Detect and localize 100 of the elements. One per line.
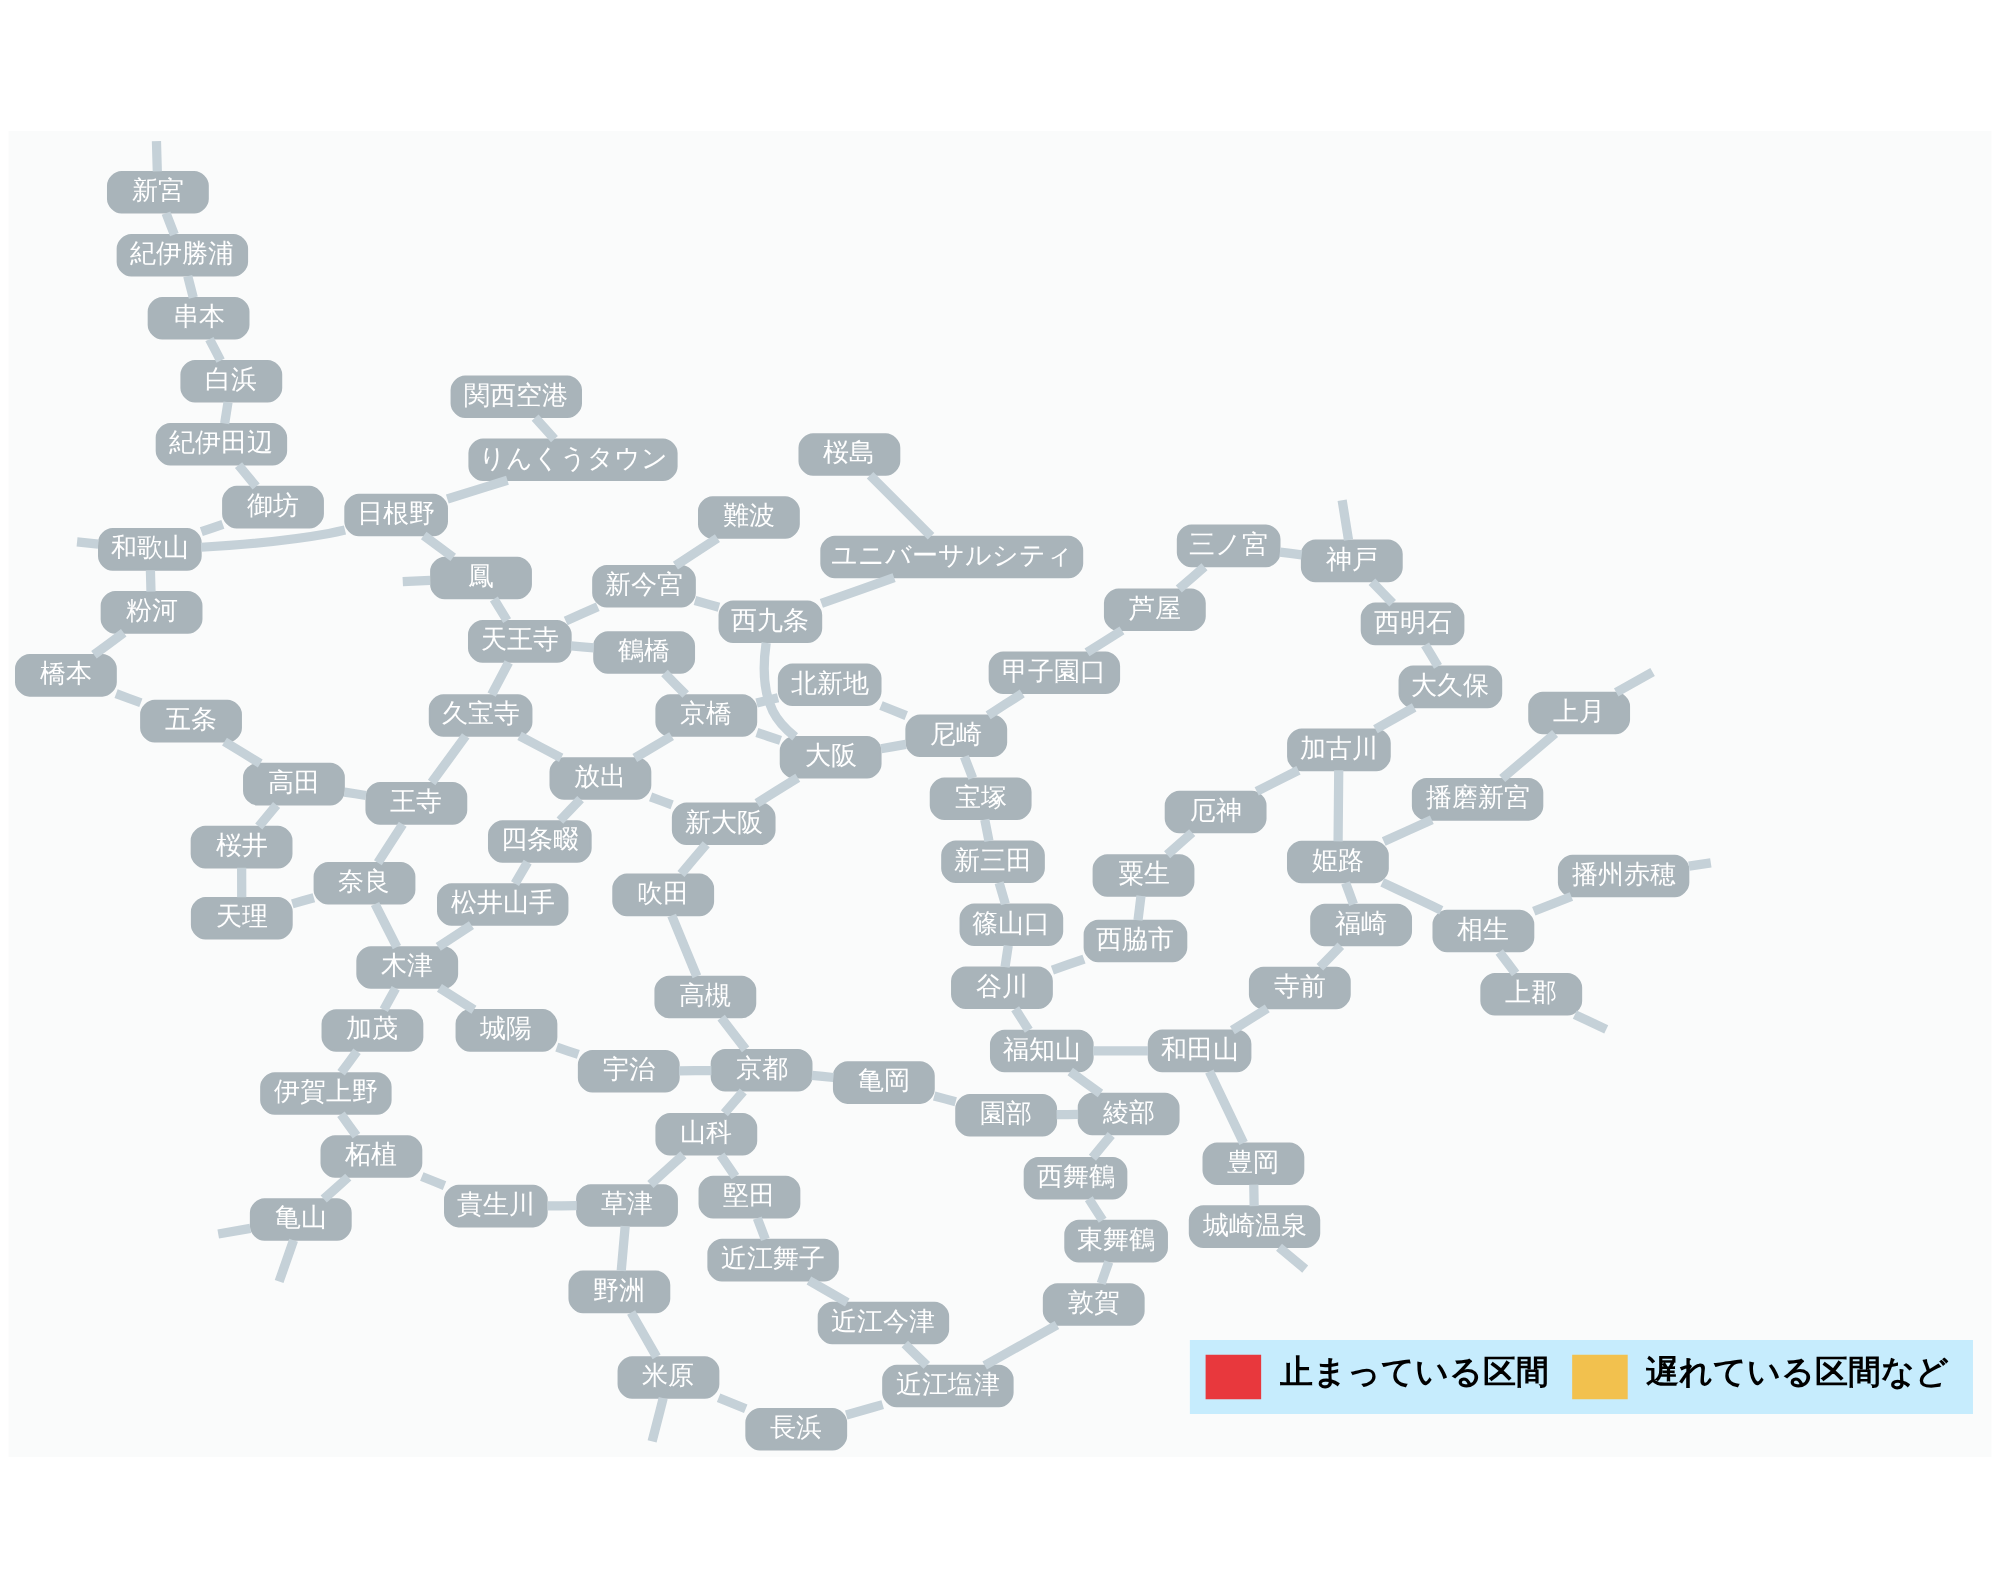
connector [616, 1225, 630, 1272]
connector [672, 534, 720, 570]
connector [1050, 954, 1086, 975]
connector [1316, 942, 1345, 971]
connector [901, 1340, 930, 1369]
node-box: 柘植 [320, 1135, 423, 1178]
connector [343, 787, 367, 801]
connector [1067, 1067, 1104, 1098]
node-box: 敦賀 [1042, 1283, 1145, 1326]
connector [435, 921, 474, 951]
node-box: 桜井 [190, 825, 293, 869]
connector [234, 462, 260, 490]
connector [1088, 1132, 1115, 1161]
node-box: 亀岡 [832, 1061, 935, 1104]
node-box: 日根野 [344, 493, 448, 537]
connector [647, 1397, 668, 1443]
connector [1368, 578, 1396, 607]
connector [1000, 944, 1013, 968]
node-box: 鳳 [430, 556, 532, 600]
node-box: 橋本 [15, 654, 117, 697]
connector [114, 689, 143, 708]
connector [161, 211, 179, 237]
node-box: 粟生 [1092, 854, 1195, 897]
node-box: 播州赤穂 [1557, 854, 1690, 898]
connector [866, 471, 935, 540]
node-box: 野洲 [568, 1270, 671, 1314]
node-box: 上郡 [1480, 972, 1583, 1016]
node-box: 御坊 [222, 485, 324, 529]
node-box: 天理 [190, 896, 293, 940]
connector [91, 629, 127, 659]
connector [337, 1111, 361, 1139]
connector [1229, 1004, 1270, 1035]
node-box: 篠山口 [959, 903, 1064, 946]
node-box: 紀伊田辺 [155, 422, 288, 466]
connector [511, 859, 532, 886]
connector [547, 1201, 577, 1211]
node-box: 亀山 [249, 1198, 352, 1241]
connector [556, 795, 584, 824]
connector [806, 1276, 850, 1307]
node-box: 厄神 [1164, 790, 1267, 834]
node-box: 城陽 [455, 1009, 558, 1052]
connector [1084, 1196, 1107, 1223]
connector [1056, 1109, 1079, 1120]
connector [237, 867, 247, 898]
node-box: 豊岡 [1202, 1142, 1305, 1185]
connector [693, 596, 721, 612]
node-box: 近江今津 [817, 1301, 950, 1345]
connector [716, 1152, 740, 1180]
node-box: 木津 [356, 946, 459, 989]
node-box: 姫路 [1287, 840, 1389, 884]
node-box: 久宝寺 [428, 694, 533, 737]
connector [151, 140, 162, 172]
connector [720, 1088, 747, 1117]
connector [933, 1091, 957, 1107]
connector [445, 475, 509, 504]
connector [1333, 770, 1344, 842]
connector [880, 739, 907, 754]
node-box: 加茂 [321, 1009, 424, 1052]
node-box: 京橋 [655, 694, 758, 737]
connector [402, 575, 431, 587]
node-box: 尼崎 [905, 714, 1008, 758]
node-box: ユニバーサルシティ [820, 535, 1084, 579]
node-box: 新大阪 [671, 802, 776, 845]
connector [1532, 892, 1574, 916]
connector [320, 1173, 352, 1203]
connector [677, 841, 710, 877]
node-box: 西九条 [718, 600, 823, 643]
node-box: 伊賀上野 [260, 1072, 392, 1115]
connector [291, 893, 316, 909]
connector [374, 821, 407, 866]
connector [982, 1320, 1060, 1370]
connector [570, 641, 595, 653]
connector [960, 755, 977, 780]
connector [1279, 547, 1303, 560]
node-box: 堅田 [698, 1175, 801, 1219]
node-box: 高槻 [654, 975, 757, 1019]
connector [632, 732, 674, 763]
connector [517, 731, 564, 762]
connector [1688, 858, 1712, 871]
node-box: 大久保 [1398, 665, 1503, 709]
connector [716, 1393, 748, 1414]
connector [1249, 1184, 1259, 1207]
connector [1096, 1260, 1114, 1285]
node-box: 関西空港 [450, 375, 582, 419]
node-box: 放出 [549, 757, 652, 800]
connector [489, 596, 512, 624]
connector [1373, 703, 1417, 734]
connector [985, 689, 1025, 720]
node-box: 東舞鶴 [1064, 1219, 1168, 1263]
node-box: 加古川 [1287, 728, 1391, 772]
connector [370, 901, 401, 950]
connector [994, 881, 1010, 906]
connector [183, 275, 198, 299]
node-box: 桜島 [798, 433, 901, 476]
node-box: 城崎温泉 [1188, 1205, 1321, 1248]
node-box: 播磨新宮 [1411, 778, 1544, 821]
node-box: 山科 [655, 1112, 758, 1156]
connector [1381, 815, 1434, 846]
connector [217, 1223, 252, 1239]
node-box: 神戸 [1300, 539, 1403, 583]
